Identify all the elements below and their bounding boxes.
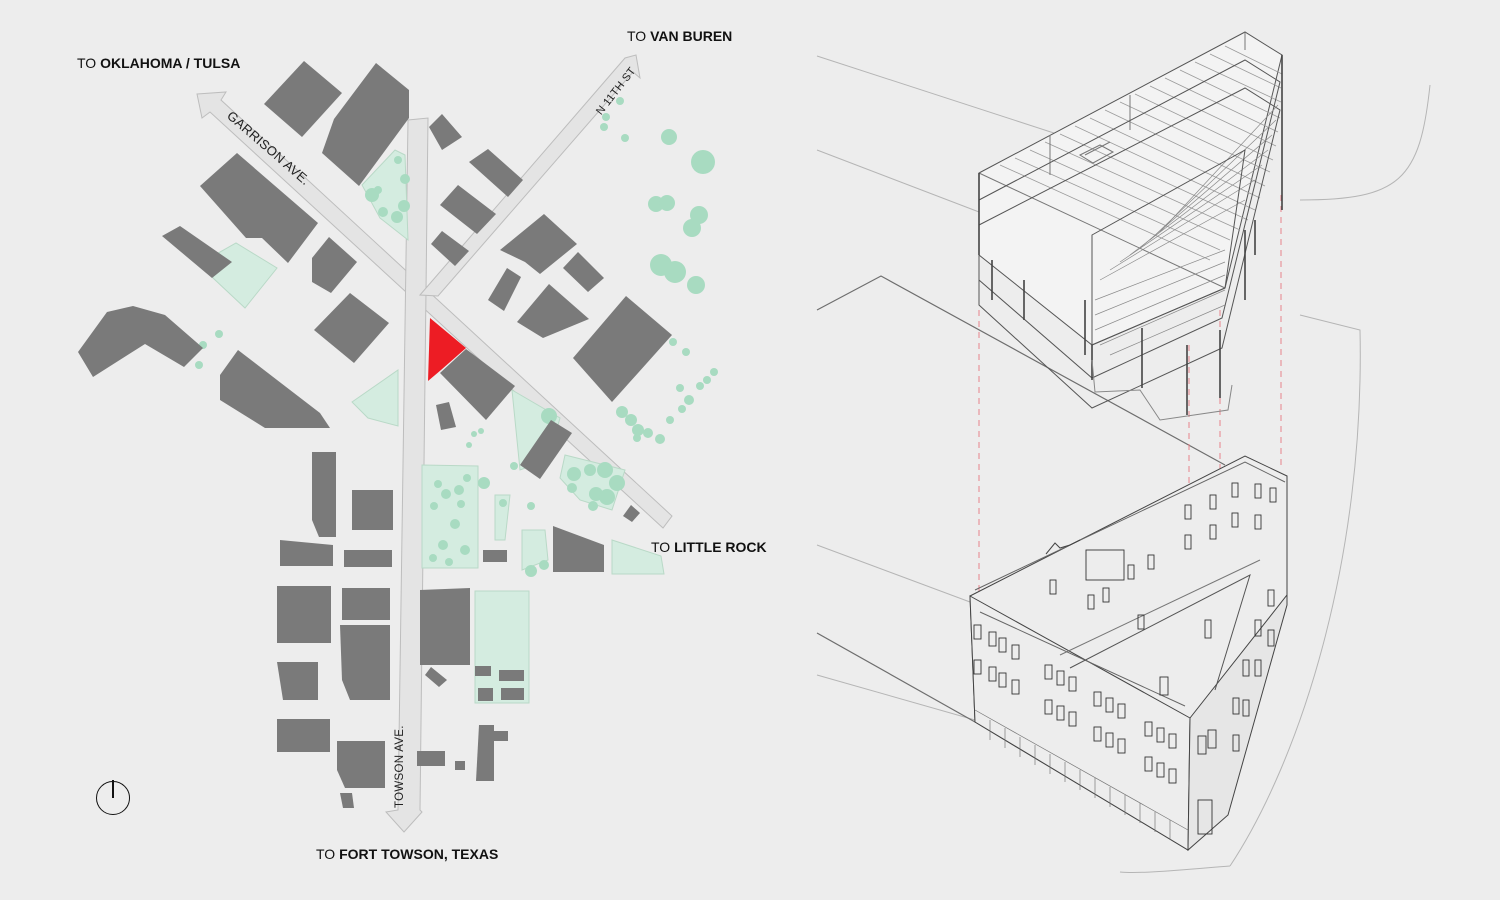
label-to-van-buren: TO VAN BUREN bbox=[627, 28, 732, 44]
steel-frame-axonometric bbox=[978, 31, 1283, 421]
label-to-oklahoma: TO OKLAHOMA / TULSA bbox=[77, 55, 240, 71]
buildings bbox=[78, 61, 672, 808]
label-to-prefix: TO bbox=[627, 28, 647, 44]
towson-ave-road bbox=[385, 117, 429, 833]
trees bbox=[195, 97, 718, 577]
context-lines bbox=[816, 55, 1431, 874]
road-network bbox=[196, 54, 673, 833]
north-arrow-needle bbox=[112, 780, 114, 798]
label-to-prefix: TO bbox=[651, 539, 671, 555]
label-destination: FORT TOWSON, TEXAS bbox=[339, 846, 499, 862]
label-to-prefix: TO bbox=[316, 846, 336, 862]
label-destination: LITTLE ROCK bbox=[674, 539, 767, 555]
ground-lines bbox=[816, 275, 1226, 723]
label-destination: OKLAHOMA / TULSA bbox=[100, 55, 241, 71]
label-to-prefix: TO bbox=[77, 55, 97, 71]
building-axonometric bbox=[969, 455, 1288, 852]
north-arrow-icon bbox=[96, 780, 130, 815]
label-to-fort-towson: TO FORT TOWSON, TEXAS bbox=[316, 846, 498, 862]
n-11th-st-road bbox=[418, 54, 641, 297]
project-site bbox=[428, 318, 466, 381]
street-label-towson: TOWSON AVE. bbox=[394, 725, 406, 808]
label-to-little-rock: TO LITTLE ROCK bbox=[651, 539, 767, 555]
label-destination: VAN BUREN bbox=[650, 28, 733, 44]
